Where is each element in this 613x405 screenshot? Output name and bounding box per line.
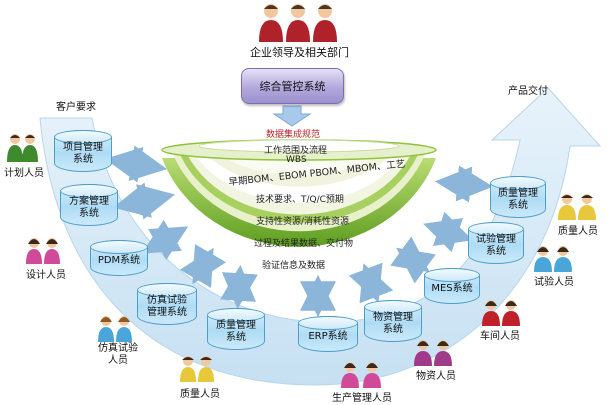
core-title: 数据集成规范 (266, 130, 321, 140)
planner-label: 计划人员 (4, 168, 44, 179)
sim-test-people-icon (98, 316, 132, 342)
pdm-system: PDM系统 (90, 240, 148, 276)
arrow-material (348, 262, 394, 304)
workshop-people-icon (482, 300, 520, 326)
customer-requirement-label: 客户要求 (56, 102, 96, 113)
erp-system: ERP系统 (298, 316, 358, 352)
control-system-box: 综合管控系统 (241, 68, 344, 104)
designer-label: 设计人员 (26, 270, 66, 281)
production-manager-label: 生产管理人员 (332, 393, 392, 404)
ring-label-3: 技术要求、T/Q/C预期 (256, 195, 344, 205)
workshop-people-label: 车间人员 (480, 331, 520, 342)
tester-people-icon (534, 246, 572, 272)
core-inner-ellipse (198, 139, 400, 153)
scheme-management-system: 方案管理 系统 (60, 184, 118, 226)
arrow-plan (104, 145, 168, 183)
quality-people-right-label: 质量人员 (558, 226, 598, 237)
quality-management-system-right: 质量管理 系统 (490, 176, 546, 218)
product-delivery-label: 产品交付 (508, 86, 548, 97)
quality-people-bottom-icon (180, 356, 214, 382)
production-manager-people-icon (341, 362, 381, 388)
arrow-sim (179, 244, 227, 288)
quality-people-right-icon (558, 194, 596, 220)
test-management-system: 试验管理 系统 (468, 222, 524, 264)
tester-people-label: 试验人员 (534, 277, 574, 288)
ring-label-0: 工作范围及流程 (264, 146, 328, 156)
ring-label-4: 支持性资源/消耗性资源 (256, 217, 350, 227)
quality-people-bottom-label: 质量人员 (180, 389, 220, 400)
project-management-system: 项目管理 系统 (54, 130, 112, 172)
arrow-scheme (112, 182, 176, 220)
leaders-icon (259, 4, 337, 42)
leaders-label: 企业领导及相关部门 (250, 46, 349, 59)
sim-test-people-label: 仿真试验 人员 (98, 343, 138, 366)
arrow-control-down (272, 105, 312, 127)
designer-people-icon (26, 238, 60, 264)
arrow-quality-b (220, 264, 258, 310)
mes-system: MES系统 (424, 268, 480, 304)
ring-label-5: 过程及结果数据、交付物 (254, 239, 354, 249)
quality-management-system-bottom: 质量管理 系统 (207, 308, 265, 350)
arrow-quality-r (434, 165, 494, 203)
material-management-system: 物资管理 系统 (364, 300, 422, 342)
arrow-mes (390, 236, 436, 284)
material-people-icon (414, 340, 452, 366)
material-people-label: 物资人员 (416, 371, 456, 382)
sim-test-management-system: 仿真试验 管理系统 (137, 283, 197, 325)
arrow-pdm (141, 219, 189, 261)
ring-label-6: 验证信息及数据 (262, 261, 326, 271)
planner-people-icon (7, 134, 38, 162)
arrow-test (423, 211, 473, 253)
control-system-label: 综合管控系统 (259, 80, 326, 93)
ring-label-1: WBS (286, 155, 307, 165)
